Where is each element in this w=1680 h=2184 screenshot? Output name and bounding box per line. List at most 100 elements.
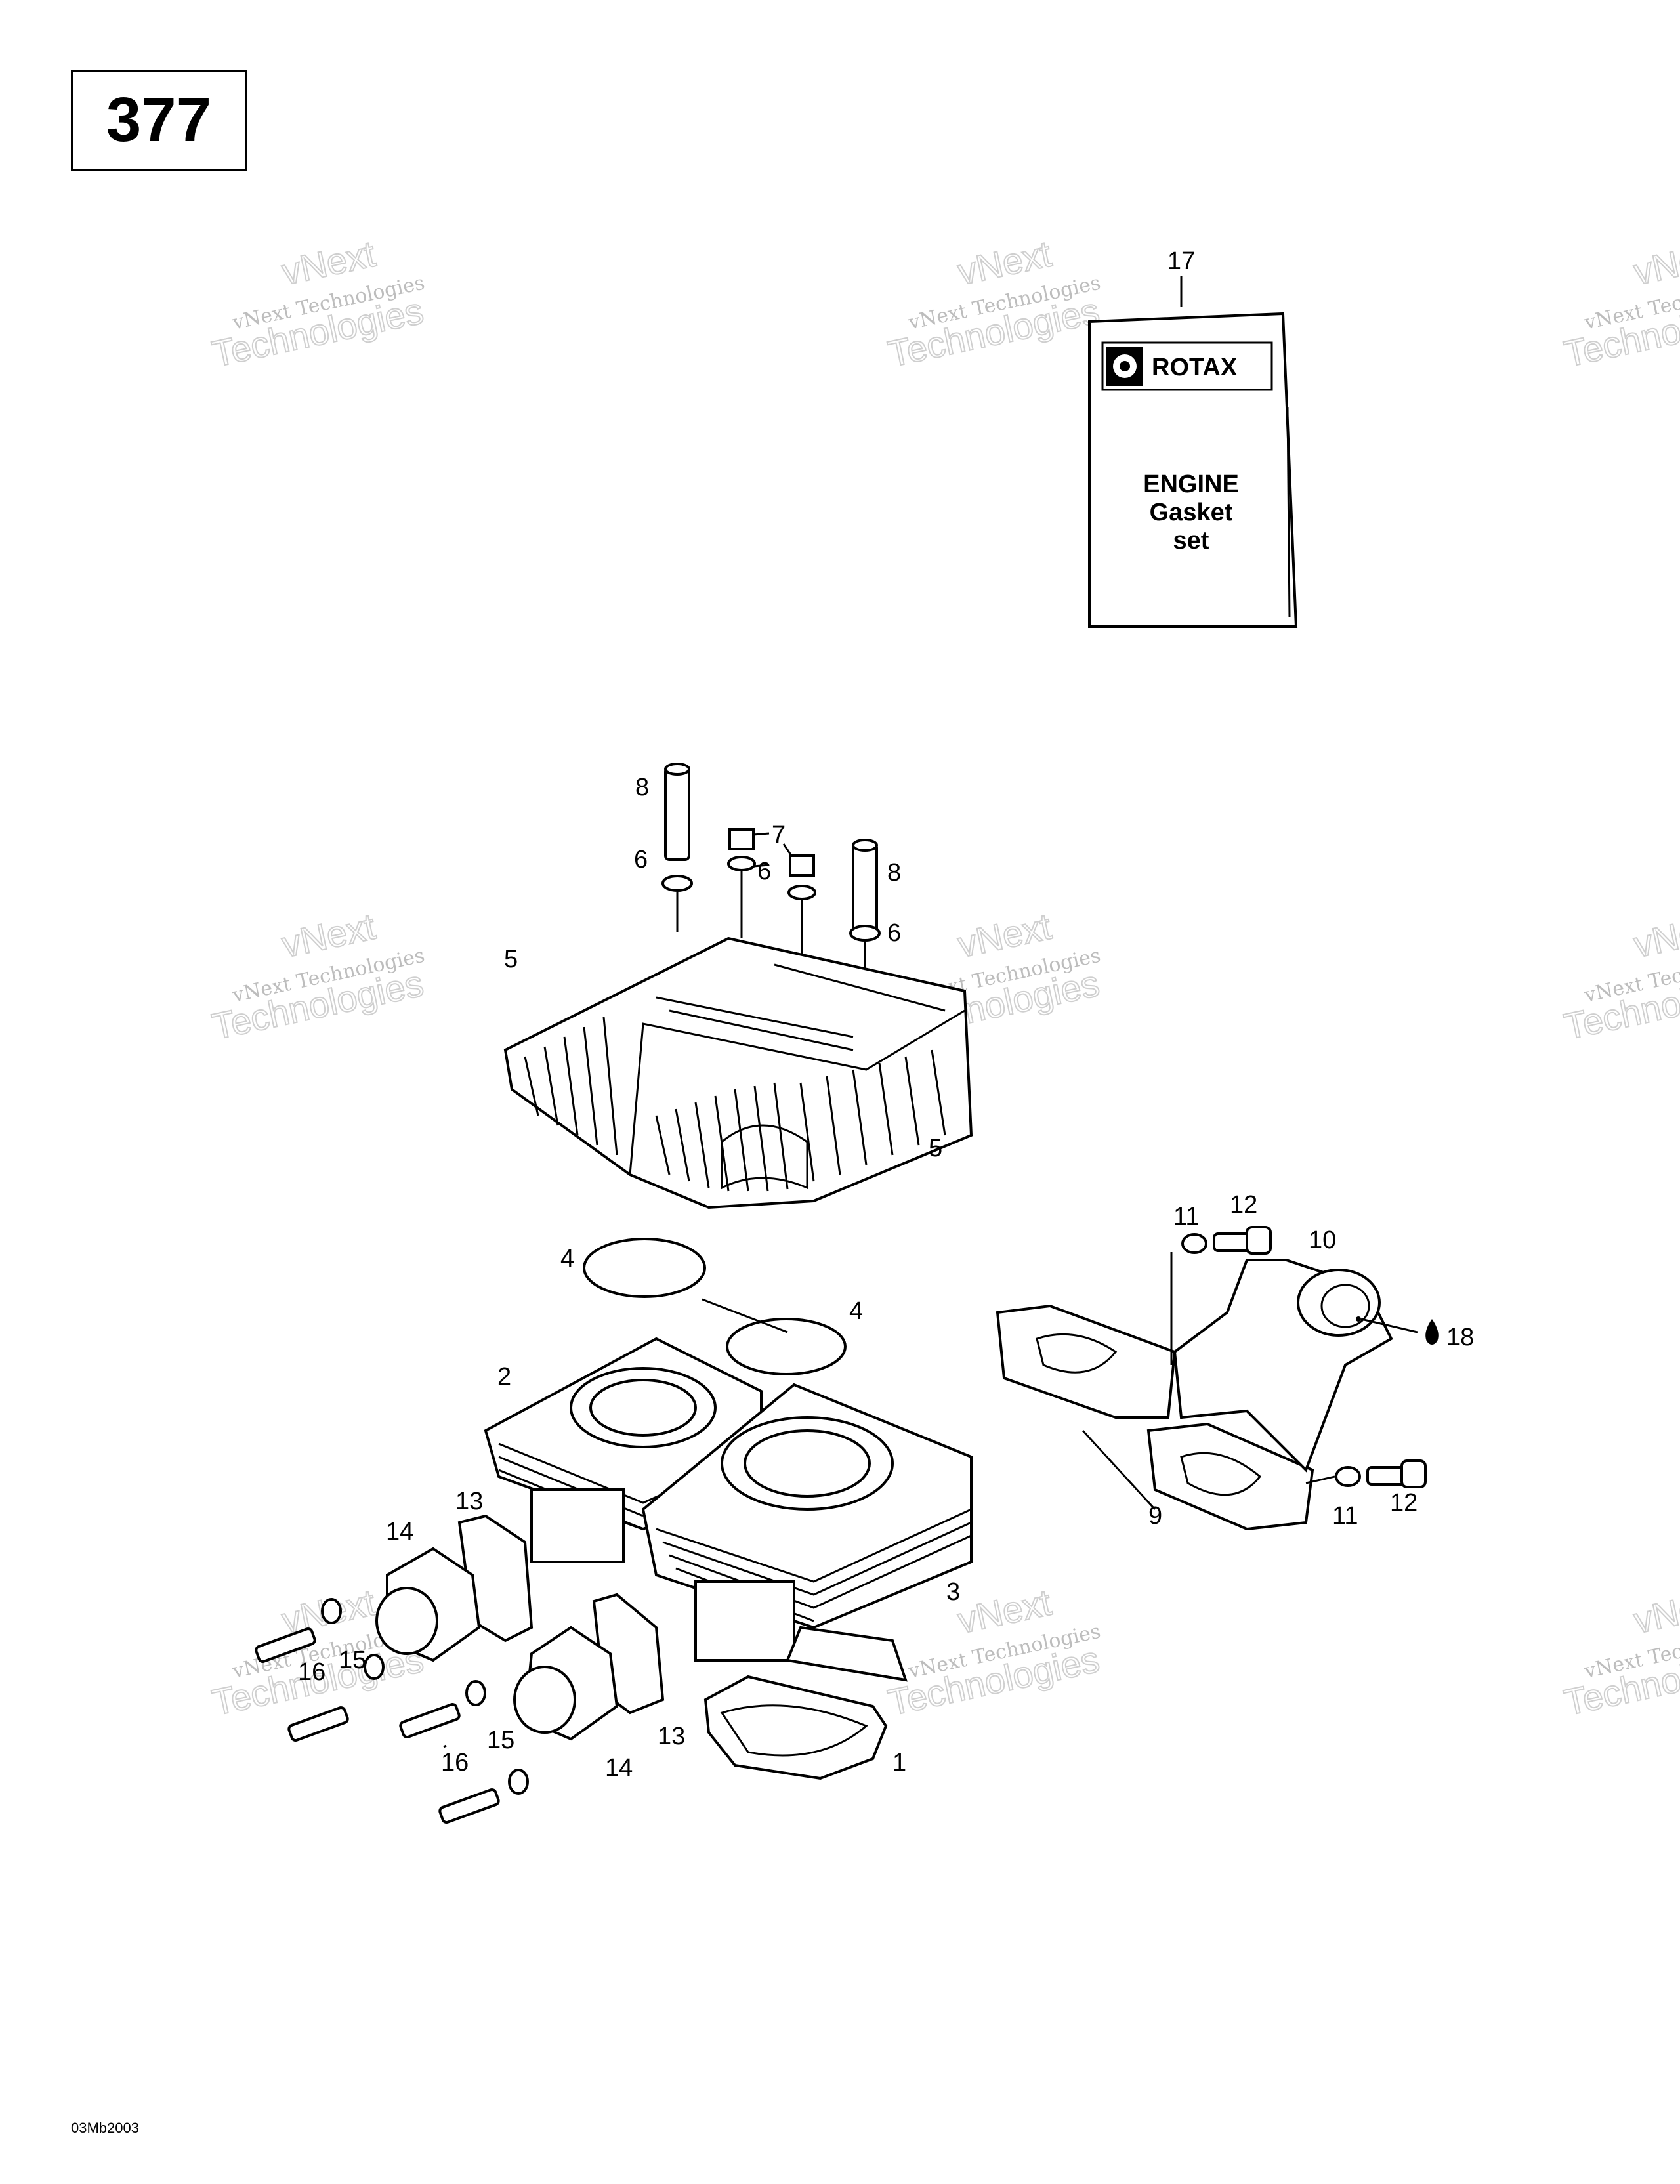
callout-12-upper: 12 xyxy=(1230,1191,1257,1219)
o-rings xyxy=(583,1238,847,1376)
rotax-brand: ROTAX xyxy=(1152,354,1238,381)
manifold-gasket-9-upper xyxy=(996,1304,1177,1419)
callouts: 17 8 6 7 6 8 6 5 5 4 4 2 3 1 11 12 10 18… xyxy=(298,247,1474,1782)
manifold-gasket-9-upper-port xyxy=(1036,1333,1118,1374)
o-ring-4-left xyxy=(583,1238,706,1298)
leader-6-mid xyxy=(753,864,770,868)
base-gasket-1-inner xyxy=(720,1704,868,1757)
cylinder-head-split xyxy=(629,1009,965,1175)
callout-16-lower: 16 xyxy=(441,1749,469,1776)
cylinder-head xyxy=(503,936,973,1209)
callout-15-lower: 15 xyxy=(487,1727,514,1754)
intake-assembly xyxy=(255,1514,665,1824)
callout-17: 17 xyxy=(1167,247,1195,275)
cylinder-2-bore-outer xyxy=(570,1367,717,1448)
page-code: 377 xyxy=(106,85,212,155)
stud-8-left-top xyxy=(664,763,690,776)
cylinders xyxy=(484,1337,973,1682)
bolt-16-3 xyxy=(399,1703,461,1738)
watermark-3: vNext vNext Technologies Technologies xyxy=(1560,232,1680,375)
leader-7b xyxy=(782,843,793,856)
cylinder-3-base xyxy=(786,1626,908,1682)
callout-11-lower: 11 xyxy=(1332,1502,1358,1530)
leader-18 xyxy=(1360,1318,1418,1334)
cylinder-head-cutout xyxy=(721,1124,808,1190)
callout-18: 18 xyxy=(1446,1324,1474,1351)
gasket-set-package: ROTAX ENGINE Gasket set xyxy=(1088,276,1298,628)
watermark-line1: vNext xyxy=(1630,1582,1680,1641)
leader-9 xyxy=(1082,1429,1156,1511)
leader-7 xyxy=(753,832,770,836)
callout-3: 3 xyxy=(946,1578,960,1606)
manifold-gasket-9-lower xyxy=(1146,1422,1314,1531)
bolt-16-4 xyxy=(438,1788,500,1824)
callout-13-lower: 13 xyxy=(658,1723,685,1750)
callout-14-lower: 14 xyxy=(605,1754,633,1782)
callout-10: 10 xyxy=(1309,1227,1336,1254)
callout-6-right: 6 xyxy=(887,919,901,947)
washer-6-mid-right xyxy=(788,885,816,900)
bolt-12-upper-head xyxy=(1246,1226,1272,1255)
watermark-4: vNext vNext Technologies Technologies xyxy=(208,905,428,1048)
bolt-16-1 xyxy=(255,1628,316,1663)
watermark-9: vNext vNext Technologies Technologies xyxy=(1560,1581,1680,1724)
cylinder-3-bore-inner xyxy=(744,1429,871,1498)
o-ring-4-right xyxy=(726,1318,847,1376)
washer-11-lower xyxy=(1335,1466,1361,1487)
washer-6-right xyxy=(849,925,881,942)
head-fasteners xyxy=(662,763,881,1043)
lubricant-drop-icon xyxy=(1425,1319,1438,1345)
washer-6-left xyxy=(662,875,693,892)
stud-8-right-top xyxy=(852,839,878,852)
watermark-line1: vNext xyxy=(1630,906,1680,965)
callout-14-upper: 14 xyxy=(386,1518,413,1545)
watermark-1: vNext vNext Technologies Technologies xyxy=(208,232,428,375)
callout-16-upper: 16 xyxy=(298,1658,326,1686)
stud-8-left xyxy=(664,766,690,861)
callout-4-left: 4 xyxy=(560,1245,574,1272)
washer-15-3 xyxy=(465,1680,486,1706)
exhaust-manifold-outlet-inner xyxy=(1320,1284,1370,1328)
leader-bolt-lower xyxy=(1305,1475,1335,1484)
cylinder-2-intake-port xyxy=(530,1488,625,1563)
intake-socket-14-right-mouth xyxy=(513,1666,576,1734)
lubricant-point xyxy=(1356,1316,1361,1322)
o-ring-link xyxy=(702,1298,788,1334)
callout-8-right: 8 xyxy=(887,859,901,887)
callout-15-upper: 15 xyxy=(339,1647,366,1674)
gasket-set-box-side xyxy=(1286,406,1291,618)
washer-11-upper xyxy=(1181,1233,1208,1254)
gasket-set-line1: ENGINE xyxy=(1143,471,1239,498)
bolt-16-2 xyxy=(287,1706,349,1742)
bolt-12-lower-head xyxy=(1400,1460,1427,1488)
washer-15-2 xyxy=(364,1654,385,1680)
cylinder-head-outline xyxy=(503,936,973,1209)
footer-code: 03Mb2003 xyxy=(71,2120,139,2136)
nut-7-right xyxy=(789,854,815,877)
exhaust-manifold-assembly xyxy=(996,1226,1438,1531)
callout-6-left: 6 xyxy=(634,846,648,873)
gasket-set-line3: set xyxy=(1173,527,1209,555)
cylinder-3-fins xyxy=(656,1508,972,1622)
callout-4-right: 4 xyxy=(849,1297,863,1325)
rotax-gear-icon xyxy=(1106,346,1143,386)
callout-11-upper: 11 xyxy=(1173,1203,1199,1230)
intake-socket-14-left-mouth xyxy=(375,1587,438,1655)
cylinder-3-outline xyxy=(641,1383,973,1629)
callout-12-lower: 12 xyxy=(1390,1489,1418,1517)
callout-6-mid: 6 xyxy=(757,858,771,885)
callout-9: 9 xyxy=(1148,1502,1162,1530)
page-code-box: 377 xyxy=(71,70,247,171)
callout-1: 1 xyxy=(892,1749,906,1776)
gasket-set-box-edge xyxy=(1282,313,1297,627)
washer-15-1 xyxy=(321,1598,342,1624)
cylinder-3-intake-port xyxy=(694,1580,795,1662)
cylinder-2-bore-inner xyxy=(589,1379,697,1437)
watermark-line1: vNext xyxy=(1630,233,1680,293)
callout-8-left: 8 xyxy=(635,774,649,801)
stud-8-right xyxy=(852,843,878,934)
nut-7-left xyxy=(728,828,755,850)
watermark-8: vNext vNext Technologies Technologies xyxy=(884,1581,1104,1724)
callout-7: 7 xyxy=(772,821,786,849)
callout-13-upper: 13 xyxy=(455,1488,483,1515)
